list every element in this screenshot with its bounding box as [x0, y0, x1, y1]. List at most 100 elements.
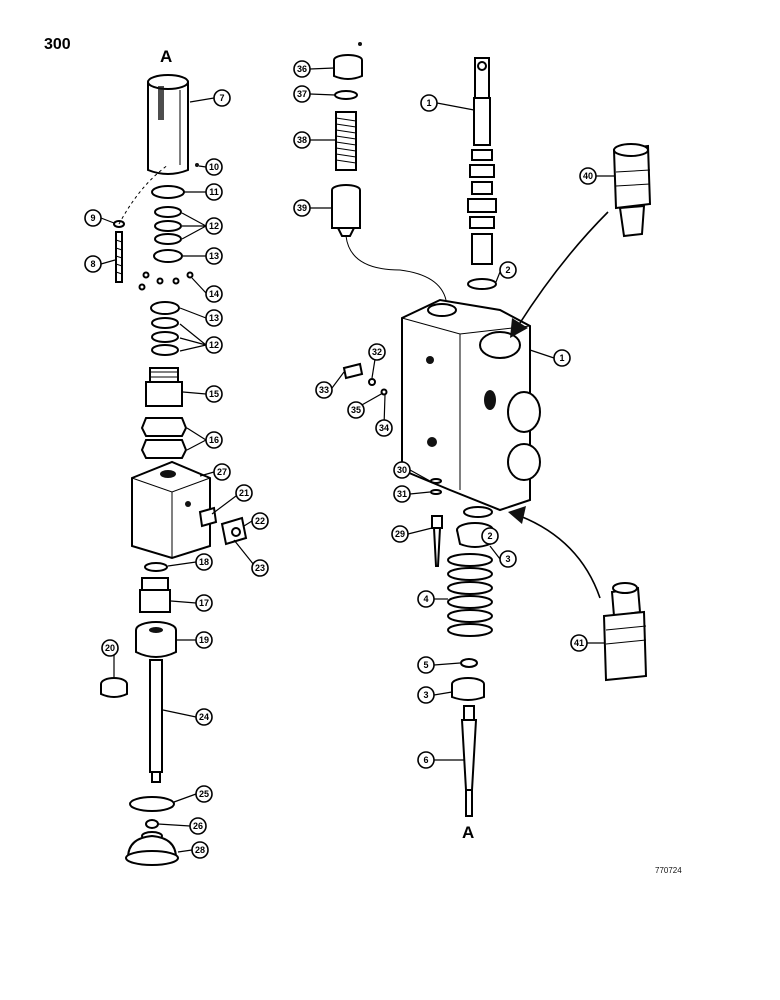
- callout-2-upper: 2: [499, 261, 517, 279]
- spacer-washer: [460, 658, 478, 668]
- callout-20: 20: [101, 639, 119, 657]
- svg-text:37: 37: [297, 89, 307, 99]
- o-ring-30: [430, 478, 442, 484]
- svg-text:18: 18: [199, 557, 209, 567]
- callout-26: 26: [189, 817, 207, 835]
- svg-text:24: 24: [199, 712, 209, 722]
- arrow-head-lower: [508, 506, 526, 524]
- seal-ring: [151, 185, 185, 199]
- callout-3-lower: 3: [417, 686, 435, 704]
- centering-spring: [447, 553, 493, 637]
- retainer-washer: [129, 796, 175, 812]
- callout-13-upper: 13: [205, 247, 223, 265]
- callout-5: 5: [417, 656, 435, 674]
- callout-32: 32: [368, 343, 386, 361]
- svg-text:26: 26: [193, 821, 203, 831]
- callout-18: 18: [195, 553, 213, 571]
- screw-path-line: [118, 164, 169, 225]
- check-valve-small: [342, 362, 388, 396]
- adapter: [139, 577, 171, 613]
- callout-36: 36: [293, 60, 311, 78]
- svg-text:39: 39: [297, 203, 307, 213]
- arrow-to-body-upper: [517, 211, 609, 327]
- callout-6: 6: [417, 751, 435, 769]
- svg-text:3: 3: [423, 690, 428, 700]
- svg-text:27: 27: [217, 467, 227, 477]
- svg-text:35: 35: [351, 405, 361, 415]
- callout-13-lower: 13: [205, 309, 223, 327]
- callout-37: 37: [293, 85, 311, 103]
- spacer-upper: [153, 249, 183, 263]
- o-ring-2-lower: [463, 506, 493, 518]
- callout-17: 17: [195, 594, 213, 612]
- reference-code: 770724: [655, 866, 682, 875]
- anti-cavitation-cartridge: [602, 582, 648, 682]
- arrow-head-upper: [510, 318, 528, 338]
- callout-4: 4: [417, 590, 435, 608]
- callout-12-upper: 12: [205, 217, 223, 235]
- detent-block: [131, 460, 211, 560]
- svg-text:13: 13: [209, 313, 219, 323]
- svg-text:19: 19: [199, 635, 209, 645]
- callout-21: 21: [235, 484, 253, 502]
- screw: [115, 231, 123, 283]
- svg-text:1: 1: [426, 98, 431, 108]
- callout-16: 16: [205, 431, 223, 449]
- callout-3-upper: 3: [499, 550, 517, 568]
- svg-text:5: 5: [423, 660, 428, 670]
- detent-balls: [138, 271, 194, 291]
- valve-body: [401, 298, 541, 512]
- section-marker-bottom: A: [462, 823, 474, 842]
- svg-text:8: 8: [90, 259, 95, 269]
- svg-text:15: 15: [209, 389, 219, 399]
- boot-seal: [100, 677, 128, 698]
- callout-23: 23: [251, 559, 269, 577]
- spool-screw: [431, 515, 443, 567]
- callout-1-body: 1: [553, 349, 571, 367]
- svg-text:3: 3: [505, 554, 510, 564]
- callout-33: 33: [315, 381, 333, 399]
- svg-text:28: 28: [195, 845, 205, 855]
- svg-text:41: 41: [574, 638, 584, 648]
- valve-spool-top: [467, 57, 497, 265]
- callout-38: 38: [293, 131, 311, 149]
- callout-19: 19: [195, 631, 213, 649]
- o-ring-37: [334, 90, 358, 100]
- svg-text:21: 21: [239, 488, 249, 498]
- poppet-path-line: [345, 235, 447, 301]
- jam-nuts: [140, 417, 188, 459]
- svg-text:30: 30: [397, 465, 407, 475]
- svg-text:33: 33: [319, 385, 329, 395]
- collar: [135, 621, 177, 658]
- svg-text:40: 40: [583, 171, 593, 181]
- mounting-plate: [220, 516, 248, 546]
- svg-text:7: 7: [219, 93, 224, 103]
- callout-11: 11: [205, 183, 223, 201]
- washer-stack-lower: [151, 317, 179, 356]
- svg-text:32: 32: [372, 347, 382, 357]
- callout-29: 29: [391, 525, 409, 543]
- svg-text:22: 22: [255, 516, 265, 526]
- svg-text:16: 16: [209, 435, 219, 445]
- callout-2-lower: 2: [481, 527, 499, 545]
- svg-text:1: 1: [559, 353, 564, 363]
- svg-text:11: 11: [209, 187, 219, 197]
- svg-text:29: 29: [395, 529, 405, 539]
- detent-ball: [195, 163, 199, 167]
- callout-1-spool: 1: [420, 94, 438, 112]
- svg-text:25: 25: [199, 789, 209, 799]
- svg-text:12: 12: [209, 221, 219, 231]
- callout-22: 22: [251, 512, 269, 530]
- svg-text:10: 10: [209, 162, 219, 172]
- detent-rod: [149, 659, 163, 783]
- callouts: 7 10 11 12 13 14 13 12 15 16 27 21 22 23…: [84, 60, 597, 859]
- check-fitting: [198, 506, 218, 528]
- svg-text:4: 4: [423, 594, 428, 604]
- arrow-to-body-lower: [519, 515, 601, 599]
- svg-text:9: 9: [90, 213, 95, 223]
- spacer-lower: [150, 301, 180, 315]
- callout-10: 10: [205, 158, 223, 176]
- callout-35: 35: [347, 401, 365, 419]
- plug: [333, 42, 363, 80]
